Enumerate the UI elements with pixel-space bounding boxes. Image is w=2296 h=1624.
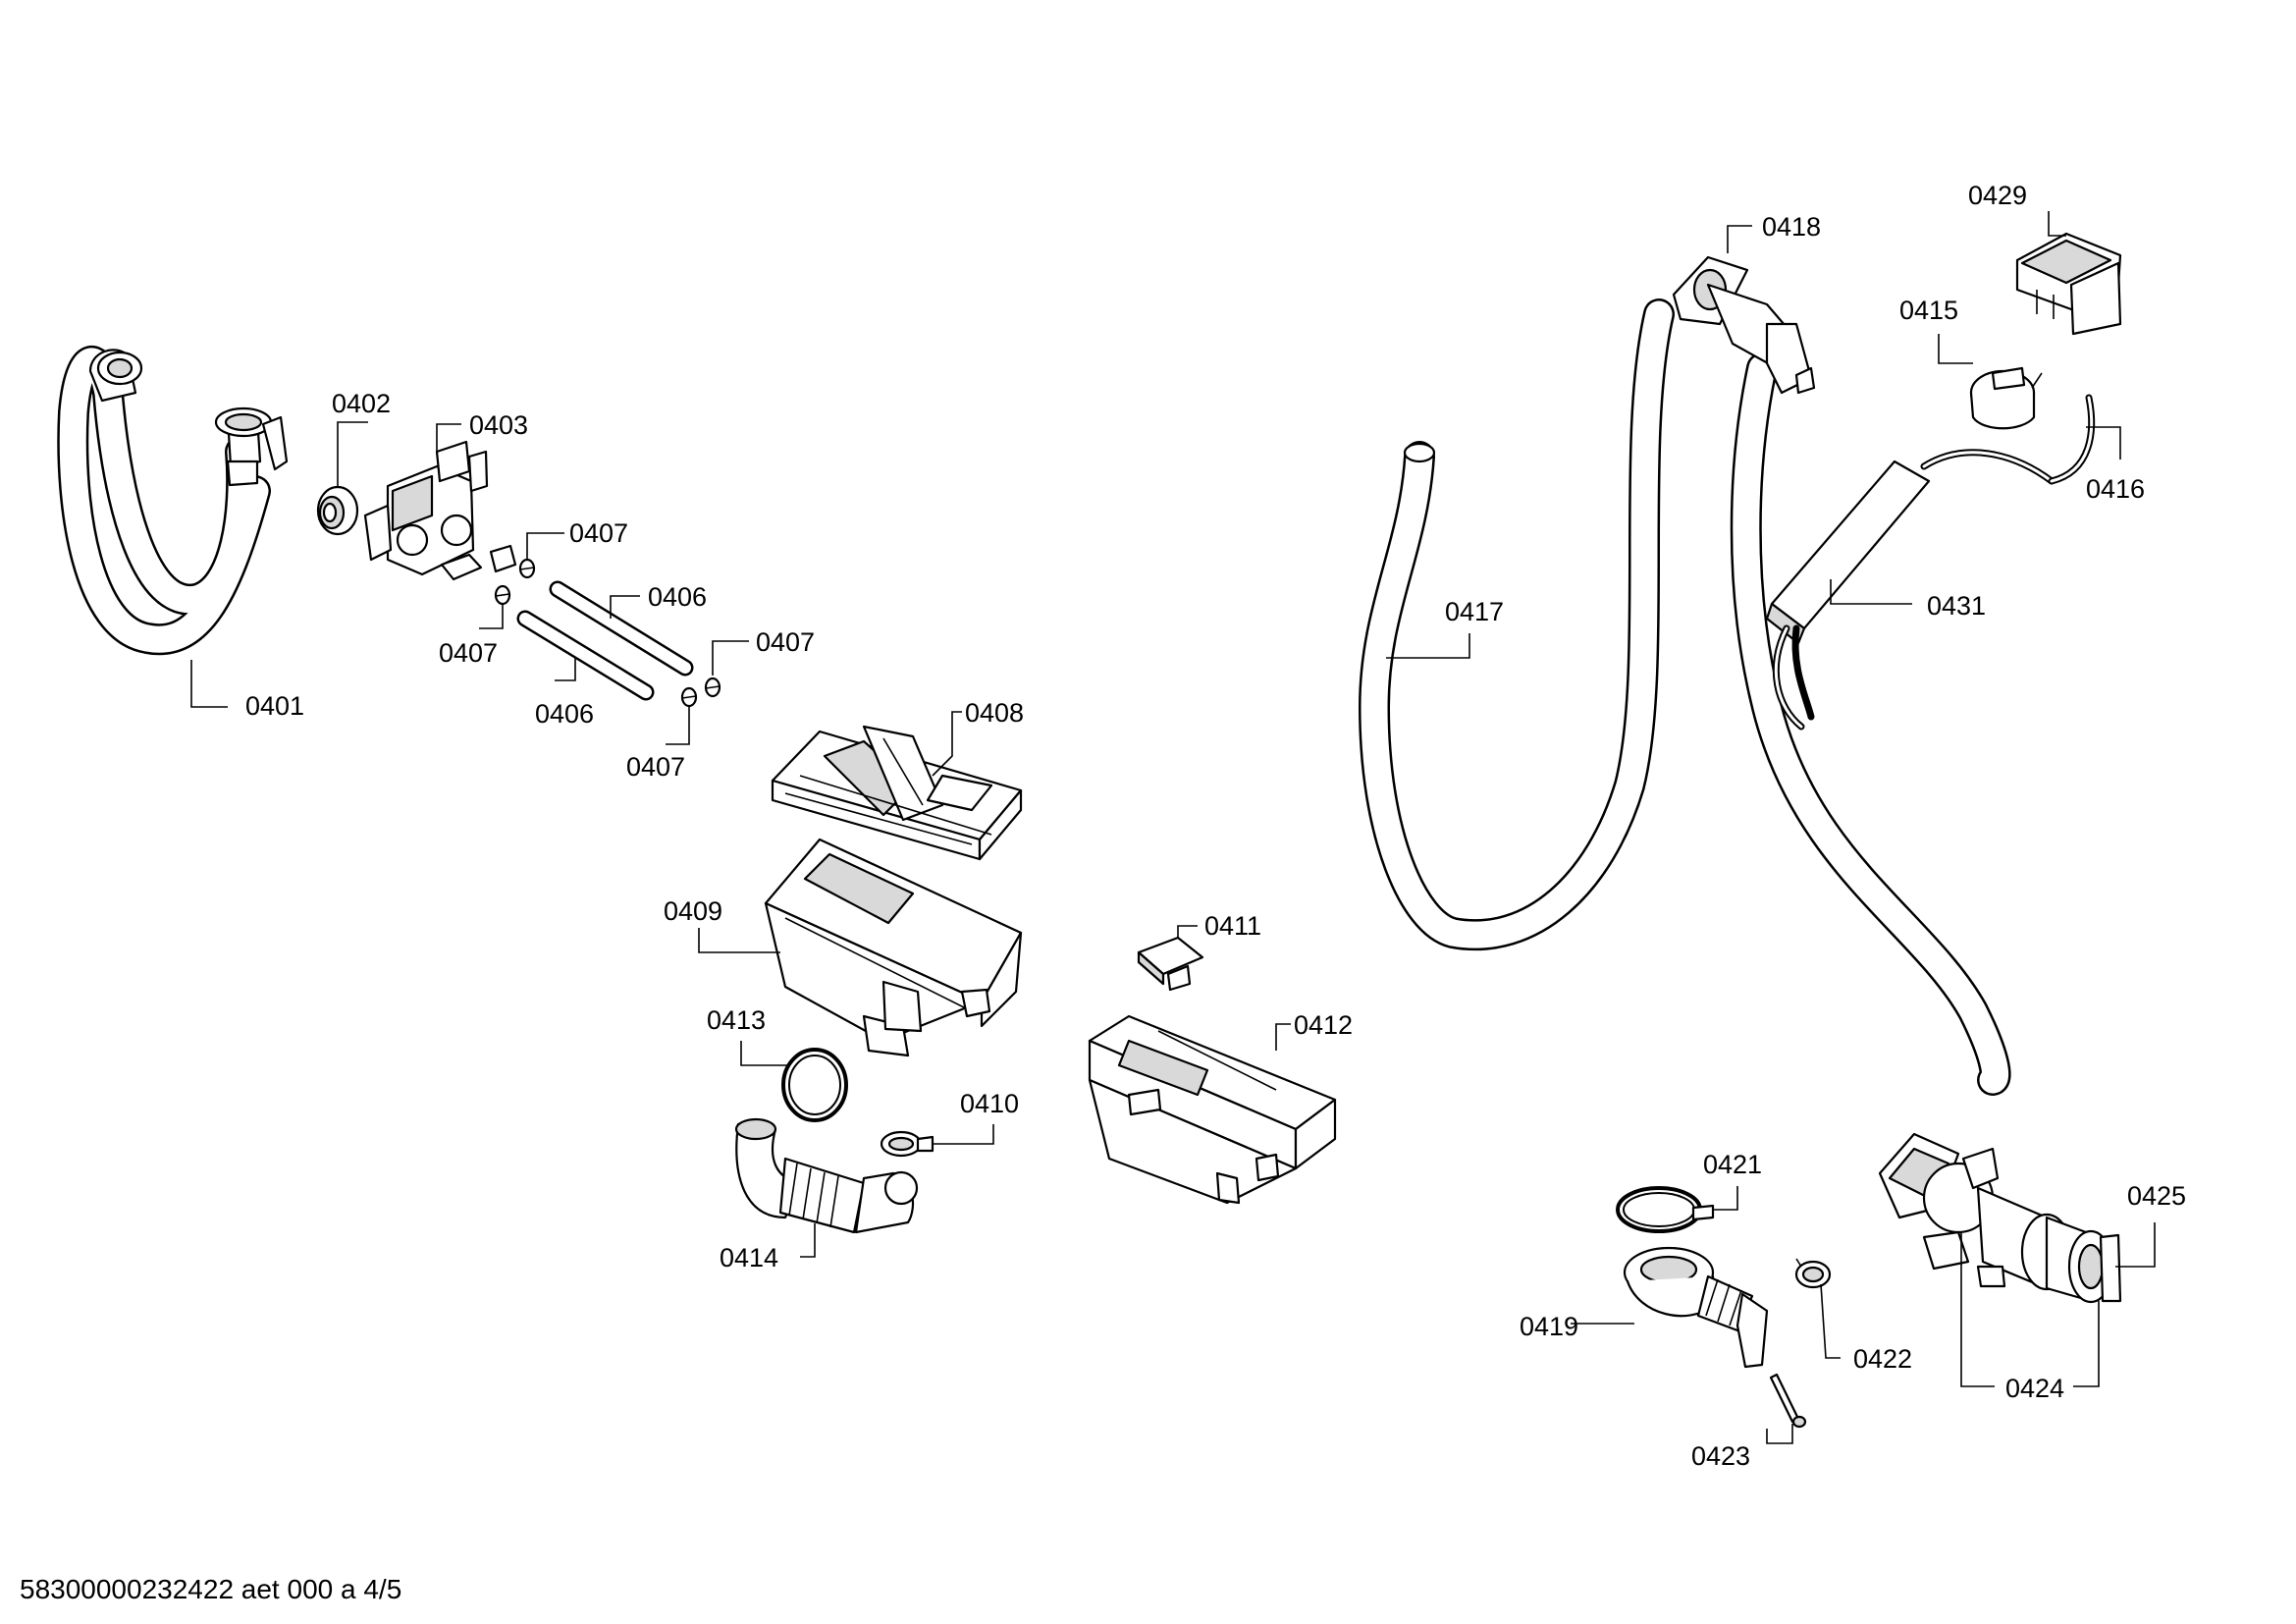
leader-0415: [1938, 334, 1973, 364]
label-0418: 0418: [1762, 212, 1821, 242]
part-0418-sump-hose: [1672, 255, 2011, 1096]
label-0411: 0411: [1204, 911, 1261, 941]
label-0415: 0415: [1899, 296, 1958, 325]
part-0431-suppressor: [1765, 394, 2096, 731]
leader-0429: [2048, 211, 2066, 237]
part-0413-seal-ring: [781, 1048, 848, 1122]
clip-b: [494, 584, 511, 606]
leader-0407c: [666, 707, 690, 745]
leader-0422: [1820, 1283, 1841, 1359]
leader-0409: [698, 928, 780, 953]
label-0423: 0423: [1691, 1441, 1750, 1471]
leader-0421: [1713, 1186, 1738, 1211]
leader-0414: [800, 1223, 816, 1258]
leader-0412: [1275, 1023, 1291, 1051]
label-0406-a: 0406: [648, 582, 707, 612]
part-0423-screw: [1769, 1373, 1807, 1429]
part-labels: 0401 0402 0403 0407 0407 0407 0407 0406 …: [245, 181, 2186, 1471]
part-0414-bellows-hose: [734, 1117, 919, 1234]
leader-0403: [436, 423, 461, 452]
part-0408-dispenser-lid: [771, 725, 1023, 861]
part-0410-clamp: [880, 1130, 934, 1158]
part-0429-bracket: [2015, 232, 2122, 336]
leader-0424: [1960, 1232, 2100, 1387]
label-0417: 0417: [1445, 597, 1504, 626]
part-0407-clips: [494, 558, 721, 708]
label-0419: 0419: [1520, 1312, 1578, 1341]
label-0401: 0401: [245, 691, 304, 721]
part-0401-inlet-hose: [57, 346, 289, 656]
leader-0402: [337, 421, 368, 486]
document-footer-id: 58300000232422 aet 000 a 4/5: [20, 1574, 401, 1604]
label-0406-b: 0406: [535, 699, 594, 729]
part-0402-filter: [316, 485, 359, 536]
part-0406-tubes: [516, 580, 694, 701]
label-0407-b: 0407: [439, 638, 498, 668]
part-0424-0425-drain-pump: [1878, 1132, 2122, 1304]
label-0403: 0403: [469, 410, 528, 440]
leader-0407a: [526, 532, 564, 560]
leader-0410: [933, 1124, 994, 1145]
part-0411-catch: [1137, 936, 1204, 992]
label-0402: 0402: [332, 389, 391, 418]
label-0425: 0425: [2127, 1181, 2186, 1211]
label-0421: 0421: [1703, 1150, 1762, 1179]
label-0416: 0416: [2086, 474, 2145, 504]
part-0417-drain-hose: [1359, 298, 1675, 951]
label-0410: 0410: [960, 1089, 1019, 1118]
leader-0401: [190, 660, 228, 708]
part-0419-sump-hose: [1623, 1246, 1769, 1369]
leader-0413: [740, 1041, 787, 1066]
part-0422-clip: [1794, 1258, 1832, 1289]
label-0413: 0413: [707, 1005, 766, 1035]
label-0424: 0424: [2005, 1374, 2064, 1403]
label-0407-a: 0407: [569, 518, 628, 548]
leader-0408: [932, 711, 962, 777]
label-0414: 0414: [720, 1243, 778, 1272]
label-0431: 0431: [1927, 591, 1986, 621]
label-0407-d: 0407: [626, 752, 685, 782]
part-0415-pressure-switch: [1969, 366, 2043, 430]
part-0421-hose-clamp: [1616, 1186, 1715, 1233]
leader-0411: [1177, 925, 1198, 938]
label-0407-c: 0407: [756, 627, 815, 657]
label-0429: 0429: [1968, 181, 2027, 210]
clip-d: [704, 677, 721, 698]
label-0408: 0408: [965, 698, 1024, 728]
clip-c: [680, 686, 698, 708]
leader-0406b: [555, 658, 576, 681]
label-0412: 0412: [1294, 1010, 1353, 1040]
leader-lines: [190, 211, 2156, 1444]
label-0422: 0422: [1853, 1344, 1912, 1374]
leader-0423: [1766, 1424, 1793, 1444]
part-0409-dispenser-housing: [764, 838, 1023, 1057]
leader-0416: [2086, 426, 2121, 460]
clip-a: [518, 558, 536, 579]
part-0403-inlet-valve: [363, 440, 517, 581]
leader-0407b: [479, 605, 504, 629]
leader-0431: [1830, 579, 1912, 605]
leader-0425: [2115, 1222, 2156, 1268]
leader-0406a: [610, 595, 640, 619]
part-0412-drawer: [1088, 1014, 1337, 1205]
leader-0417: [1386, 633, 1470, 659]
leader-0407d: [712, 640, 749, 676]
label-0409: 0409: [664, 896, 722, 926]
leader-0418: [1727, 225, 1752, 253]
